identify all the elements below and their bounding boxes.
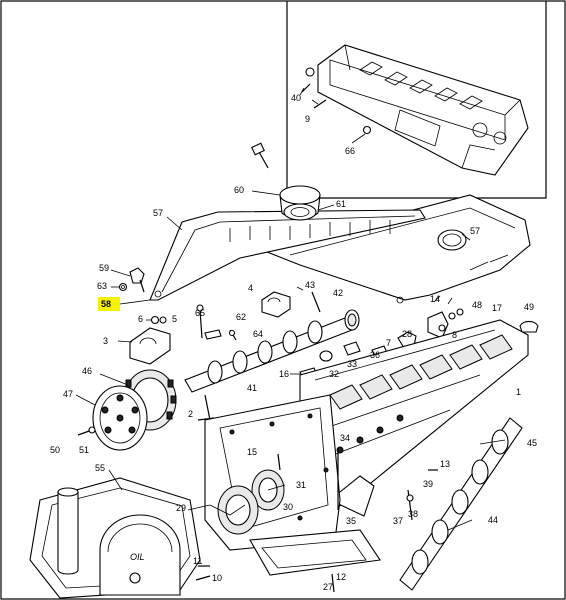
label-9: 9 (305, 114, 310, 124)
label-35: 35 (346, 516, 356, 526)
label-27: 27 (323, 582, 333, 592)
label-50: 50 (50, 445, 60, 455)
label-28: 28 (402, 329, 412, 339)
label-3: 3 (103, 336, 108, 346)
upper-camshaft (184, 291, 360, 393)
label-51: 51 (79, 445, 89, 455)
label-17: 17 (492, 303, 502, 313)
label-13: 13 (440, 459, 450, 469)
label-1: 1 (516, 387, 521, 397)
label-16: 16 (279, 369, 289, 379)
label-40: 40 (291, 93, 301, 103)
misc-studs (249, 448, 438, 593)
label-29: 29 (176, 503, 186, 513)
label-38: 38 (408, 509, 418, 519)
label-64: 64 (253, 329, 263, 339)
label-2: 2 (188, 409, 193, 419)
inset-head-casting (301, 44, 529, 176)
label-37: 37 (393, 516, 403, 526)
label-6: 6 (138, 314, 143, 324)
label-45: 45 (527, 438, 537, 448)
label-4: 4 (248, 283, 253, 293)
label-46: 46 (82, 366, 92, 376)
label-39: 39 (423, 479, 433, 489)
label-5: 5 (172, 314, 177, 324)
left-fasteners (118, 267, 145, 293)
lower-camshaft (399, 417, 523, 591)
label-42: 42 (333, 288, 343, 298)
label-11: 11 (193, 556, 202, 566)
front-cover-plate: OIL (29, 477, 211, 599)
label-60: 60 (234, 185, 244, 195)
highlight-marker (98, 297, 120, 311)
label-62: 62 (236, 312, 246, 322)
label-12: 12 (336, 572, 346, 582)
camshaft-cover (260, 194, 531, 304)
camshaft-cover-left (149, 209, 426, 301)
label-15: 15 (247, 447, 257, 457)
label-30: 30 (283, 502, 293, 512)
label-66: 66 (345, 146, 355, 156)
label-63: 63 (97, 281, 107, 291)
label-41: 41 (247, 383, 257, 393)
label-14: 14 (430, 294, 440, 304)
label-8: 8 (452, 330, 457, 340)
label-65: 65 (195, 308, 205, 318)
label-31: 31 (296, 480, 306, 490)
label-36: 36 (370, 350, 380, 360)
callout-labels: 59 63 58 6 5 3 65 4 62 64 60 61 57 43 42… (50, 93, 537, 592)
camshaft-sprocket (77, 369, 177, 451)
label-10: 10 (212, 573, 222, 583)
label-43: 43 (305, 280, 315, 290)
leader-lines (75, 87, 506, 531)
label-32: 32 (329, 369, 339, 379)
inset-box (286, 1, 547, 199)
label-58: 58 (101, 299, 111, 309)
label-57b: 57 (470, 226, 480, 236)
label-57a: 57 (153, 208, 163, 218)
label-49: 49 (524, 302, 534, 312)
label-7: 7 (386, 338, 391, 348)
bearing-caps (129, 291, 291, 365)
label-59: 59 (99, 263, 109, 273)
oil-filler-cap (251, 142, 321, 221)
label-61: 61 (336, 199, 346, 209)
label-33: 33 (347, 359, 357, 369)
label-44: 44 (488, 515, 498, 525)
label-34: 34 (340, 433, 350, 443)
label-47: 47 (63, 389, 73, 399)
label-48: 48 (472, 300, 482, 310)
label-55: 55 (95, 463, 105, 473)
oil-cap-text: OIL (130, 552, 145, 562)
